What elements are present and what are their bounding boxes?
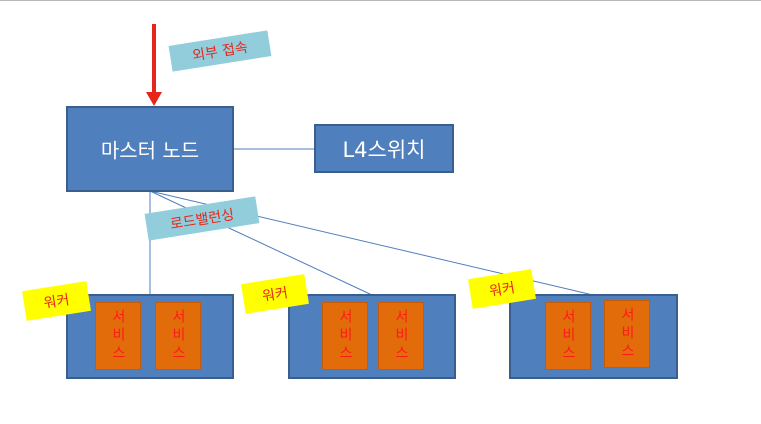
service-label: 서비스 (170, 309, 186, 363)
down-arrow-icon (146, 24, 162, 106)
service-label: 서비스 (560, 309, 576, 363)
top-divider (0, 0, 761, 1)
master-node-label: 마스터 노드 (100, 138, 200, 163)
service-1-2: 서비스 (155, 302, 201, 370)
service-1-1: 서비스 (95, 302, 141, 370)
service-3-2: 서비스 (604, 300, 650, 368)
service-label: 서비스 (110, 309, 126, 363)
service-2-1: 서비스 (322, 302, 368, 370)
service-2-2: 서비스 (378, 302, 424, 370)
service-3-1: 서비스 (545, 302, 591, 370)
worker-2-text: 워커 (261, 285, 290, 305)
worker-1-text: 워커 (42, 292, 71, 312)
master-node: 마스터 노드 (66, 106, 234, 192)
service-label: 서비스 (337, 309, 353, 363)
master-to-worker-2-line (149, 190, 373, 296)
service-label: 서비스 (393, 309, 409, 363)
service-label: 서비스 (619, 307, 635, 361)
worker-node-1 (66, 294, 234, 379)
worker-node-2 (288, 294, 456, 379)
worker-3-text: 워커 (488, 280, 517, 300)
worker-node-3 (509, 294, 678, 379)
l4-switch: L4스위치 (314, 124, 454, 173)
l4-switch-label: L4스위치 (342, 137, 426, 162)
